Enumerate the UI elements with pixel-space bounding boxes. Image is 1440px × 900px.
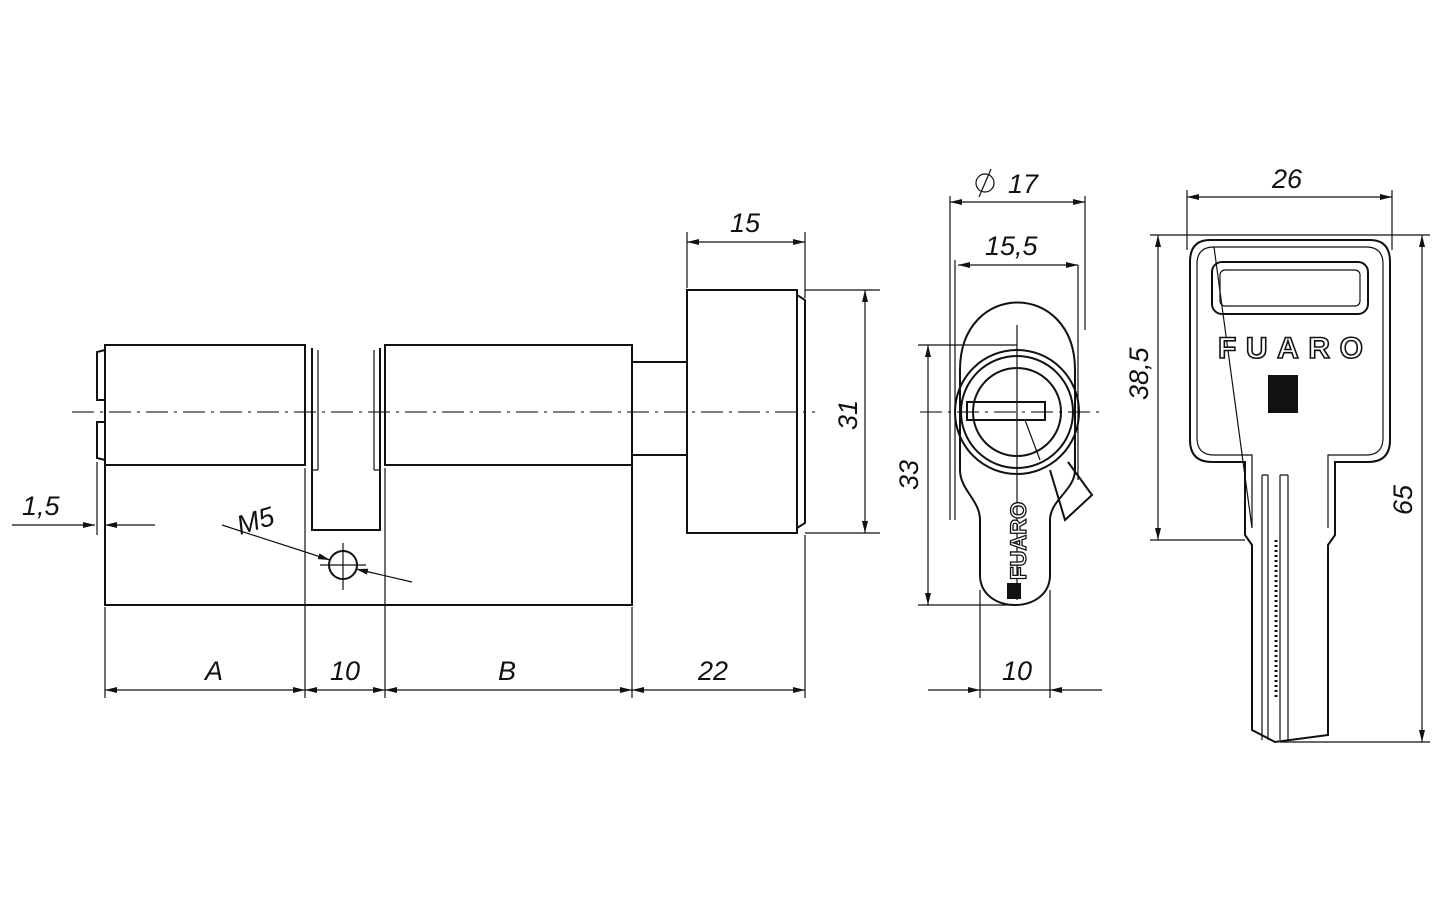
- dim-cam-10: 10: [330, 656, 360, 686]
- dim-1-5: 1,5: [22, 491, 61, 521]
- key-logo: FUARO: [1218, 332, 1363, 365]
- dim-31: 31: [833, 400, 863, 430]
- dim-a: A: [203, 656, 223, 686]
- profile-outline: [959, 301, 1076, 606]
- dim-15: 15: [730, 208, 761, 238]
- dim-b: B: [498, 656, 516, 686]
- key-emblem: [1268, 375, 1298, 413]
- dim-front-10: 10: [1002, 656, 1032, 686]
- dim-15-5: 15,5: [985, 231, 1039, 261]
- key-outline: [1189, 239, 1391, 744]
- knob-shaft: [632, 361, 687, 456]
- cylinder-body: [104, 465, 633, 606]
- dim-65: 65: [1388, 484, 1418, 515]
- cam-lever: [1049, 461, 1094, 522]
- cylinder-side-view: M5 1,5 A 10 B 22 15 31: [12, 208, 880, 698]
- brand-emblem: [1007, 583, 1021, 599]
- key-window: [1211, 261, 1369, 315]
- left-cylinder: [104, 344, 306, 466]
- end-tab: [96, 349, 106, 461]
- dim-22: 22: [697, 656, 728, 686]
- dim-38-5: 38,5: [1124, 346, 1154, 400]
- cylinder-front-view: FUARO 17 15,5 33 10: [894, 168, 1105, 698]
- knob-chamfer: [796, 294, 806, 529]
- dim-diameter-17: 17: [1008, 169, 1039, 199]
- keyway: [966, 401, 1046, 421]
- thumb-knob: [686, 289, 798, 534]
- right-cylinder: [384, 344, 633, 466]
- front-logo: FUARO: [1006, 502, 1031, 580]
- dim-m5: M5: [233, 501, 279, 541]
- dim-33: 33: [894, 460, 924, 490]
- key-view: FUARO 26 38,5 65: [1124, 164, 1430, 744]
- diameter-icon: [975, 168, 995, 198]
- cam-detail: [312, 350, 380, 471]
- cam-slot: [304, 348, 386, 531]
- dim-26: 26: [1271, 164, 1303, 194]
